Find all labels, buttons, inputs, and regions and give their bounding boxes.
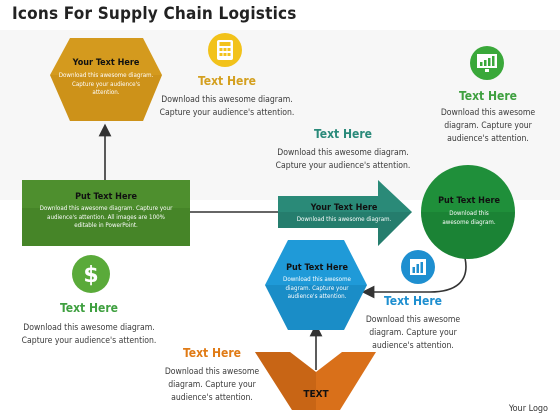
rect-green-shade	[22, 208, 190, 246]
callout-middle: Text Here Download this awesome diagram.…	[272, 127, 414, 173]
callout-middle-text: Download this awesome diagram. Capture y…	[275, 148, 411, 171]
callout-monitor: Text Here Download this awesome diagram.…	[434, 89, 542, 146]
hexagon-gold-title: Your Text Here	[72, 58, 140, 68]
circle-green-title: Put Text Here	[438, 196, 500, 206]
callout-monitor-heading: Text Here	[459, 89, 517, 103]
chevron-orange-shade	[255, 352, 316, 410]
callout-dollar-heading: Text Here	[60, 301, 118, 315]
arrow-teal-text: Download this awesome diagram.	[296, 216, 392, 223]
callout-chart: Text Here Download this awesome diagram.…	[362, 294, 464, 353]
calculator-icon	[208, 33, 242, 67]
callout-middle-heading: Text Here	[314, 127, 372, 141]
arrow-teal-shade	[278, 212, 412, 246]
callout-monitor-text: Download this awesome diagram. Capture y…	[440, 108, 536, 144]
connector-curve	[361, 257, 467, 299]
callout-chart-text: Download this awesome diagram. Capture y…	[365, 315, 461, 351]
hexagon-blue-content: Put Text Here Download this awesome diag…	[278, 263, 356, 302]
arrow-teal-title: Your Text Here	[310, 203, 378, 213]
callout-chart-heading: Text Here	[384, 294, 442, 308]
callout-bottom-text: Download this awesome diagram. Capture y…	[164, 367, 260, 403]
hexagon-gold-content: Your Text Here Download this awesome dia…	[58, 58, 154, 98]
monitor-chart-icon	[470, 46, 504, 80]
circle-green-content: Put Text Here Download this awesome diag…	[436, 196, 502, 227]
hexagon-gold-text: Download this awesome diagram. Capture y…	[58, 72, 154, 96]
rect-green-text: Download this awesome diagram. Capture y…	[39, 205, 173, 229]
chevron-orange-title: TEXT	[303, 389, 329, 400]
rect-green-content: Put Text Here Download this awesome diag…	[38, 192, 174, 231]
callout-dollar: Text Here Download this awesome diagram.…	[18, 301, 160, 348]
rect-green	[22, 180, 190, 246]
hexagon-blue-title: Put Text Here	[286, 263, 348, 273]
hexagon-blue-shade	[265, 285, 367, 330]
callout-calculator: Text Here Download this awesome diagram.…	[156, 74, 298, 120]
callout-bottom: Text Here Download this awesome diagram.…	[160, 346, 264, 405]
hexagon-gold-shade	[50, 75, 162, 121]
callout-dollar-text: Download this awesome diagram. Capture y…	[21, 323, 157, 346]
rect-green-title: Put Text Here	[75, 192, 137, 202]
hexagon-gold	[50, 38, 162, 121]
circle-green-shade	[421, 212, 515, 259]
bar-chart-icon	[401, 250, 435, 284]
circle-green-text: Download this awesome diagram.	[442, 210, 496, 226]
dollar-icon: $	[72, 255, 110, 293]
page-title: Icons For Supply Chain Logistics	[12, 4, 297, 24]
svg-text:$: $	[83, 263, 98, 288]
hexagon-blue-text: Download this awesome diagram. Capture y…	[283, 276, 351, 300]
logo-text: Your Logo	[508, 404, 548, 414]
callout-bottom-heading: Text Here	[183, 346, 241, 360]
arrow-teal-content: Your Text Here Download this awesome dia…	[290, 203, 398, 225]
callout-calculator-text: Download this awesome diagram. Capture y…	[159, 95, 295, 118]
callout-calculator-heading: Text Here	[198, 74, 256, 88]
